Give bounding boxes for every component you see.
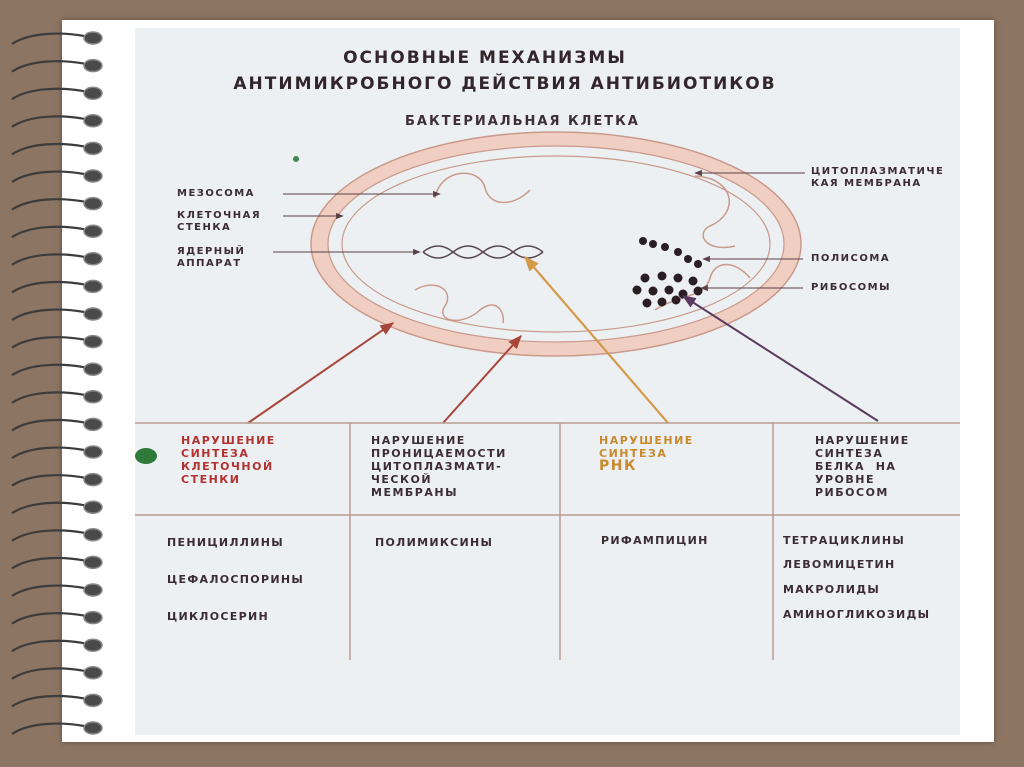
cell-interior xyxy=(328,146,784,342)
binding-hole xyxy=(84,280,102,292)
binding-hole xyxy=(84,446,102,458)
mechanism-rna-line1: НАРУШЕНИЕ xyxy=(599,434,694,447)
label-nucleus-1: ЯДЕРНЫЙ xyxy=(177,246,245,258)
drug-levomycetin: ЛЕВОМИЦЕТИН xyxy=(783,558,895,571)
binding-hole xyxy=(84,198,102,210)
binding-wire xyxy=(12,310,84,320)
binding-hole xyxy=(84,529,102,541)
binding-wire xyxy=(12,199,84,209)
binding-wire xyxy=(12,254,84,264)
mechanism-ribosomes: НАРУШЕНИЕ СИНТЕЗА БЕЛКА НА УРОВНЕ РИБОСО… xyxy=(815,434,910,499)
binding-wire xyxy=(12,116,84,126)
binding-wire xyxy=(12,227,84,237)
binding-hole xyxy=(84,60,102,72)
spiral-binding xyxy=(0,0,120,767)
mechanism-membrane: НАРУШЕНИЕ ПРОНИЦАЕМОСТИ ЦИТОПЛАЗМАТИ- ЧЕ… xyxy=(371,434,507,499)
binding-hole xyxy=(84,418,102,430)
arrow-cell-wall xyxy=(248,323,393,423)
arrow-ribosomes xyxy=(683,296,878,421)
binding-hole xyxy=(84,142,102,154)
binding-hole xyxy=(84,170,102,182)
binding-wire xyxy=(12,668,84,678)
binding-wire xyxy=(12,641,84,651)
binding-wire xyxy=(12,503,84,513)
drug-aminoglycosides: АМИНОГЛИКОЗИДЫ xyxy=(783,608,930,621)
binding-hole xyxy=(84,474,102,486)
binding-hole xyxy=(84,722,102,734)
film-blotch xyxy=(135,448,157,464)
label-membrane-2: КАЯ МЕМБРАНА xyxy=(811,178,922,190)
label-cell-wall-1: КЛЕТОЧНАЯ xyxy=(177,210,261,222)
binding-wire xyxy=(12,337,84,347)
subtitle: БАКТЕРИАЛЬНАЯ КЛЕТКА xyxy=(405,114,640,129)
binding-wire xyxy=(12,61,84,71)
label-membrane-1: ЦИТОПЛАЗМАТИЧЕ xyxy=(811,166,944,178)
cell-diagram xyxy=(135,28,960,735)
mechanism-rna-line3: РНК xyxy=(599,460,637,473)
binding-wire xyxy=(12,282,84,292)
binding-hole xyxy=(84,556,102,568)
binding-hole xyxy=(84,115,102,127)
binding-wire xyxy=(12,696,84,706)
binding-wire xyxy=(12,365,84,375)
binding-wire xyxy=(12,172,84,182)
binding-hole xyxy=(84,308,102,320)
label-polysome: ПОЛИСОМА xyxy=(811,253,890,265)
drug-macrolides: МАКРОЛИДЫ xyxy=(783,583,880,596)
binding-hole xyxy=(84,391,102,403)
binding-wire xyxy=(12,448,84,458)
binding-wire xyxy=(12,392,84,402)
title-line-1: ОСНОВНЫЕ МЕХАНИЗМЫ xyxy=(135,48,835,68)
title-line-2: АНТИМИКРОБНОГО ДЕЙСТВИЯ АНТИБИОТИКОВ xyxy=(135,74,875,94)
slide: ОСНОВНЫЕ МЕХАНИЗМЫ АНТИМИКРОБНОГО ДЕЙСТВ… xyxy=(135,28,960,735)
binding-wire xyxy=(12,34,84,44)
mechanism-cell-wall: НАРУШЕНИЕ СИНТЕЗА КЛЕТОЧНОЙ СТЕНКИ xyxy=(181,434,276,486)
drug-cycloserine: ЦИКЛОСЕРИН xyxy=(167,610,269,623)
drug-polymyxins: ПОЛИМИКСИНЫ xyxy=(375,536,493,549)
label-ribosomes: РИБОСОМЫ xyxy=(811,282,891,294)
binding-hole xyxy=(84,253,102,265)
binding-hole xyxy=(84,612,102,624)
binding-hole xyxy=(84,584,102,596)
binding-wire xyxy=(12,475,84,485)
binding-wire xyxy=(12,144,84,154)
label-mesosome: МЕЗОСОМА xyxy=(177,188,255,200)
binding-wire xyxy=(12,724,84,734)
binding-hole xyxy=(84,667,102,679)
binding-hole xyxy=(84,639,102,651)
film-speck xyxy=(293,156,299,162)
binding-wire xyxy=(12,613,84,623)
drug-cephalosporins: ЦЕФАЛОСПОРИНЫ xyxy=(167,573,304,586)
label-nucleus-2: АППАРАТ xyxy=(177,258,242,270)
drug-penicillins: ПЕНИЦИЛЛИНЫ xyxy=(167,536,284,549)
binding-wire xyxy=(12,420,84,430)
binding-hole xyxy=(84,501,102,513)
binding-hole xyxy=(84,87,102,99)
binding-wire xyxy=(12,530,84,540)
binding-hole xyxy=(84,32,102,44)
binding-wire xyxy=(12,586,84,596)
binding-hole xyxy=(84,694,102,706)
drug-rifampicin: РИФАМПИЦИН xyxy=(601,534,709,547)
binding-wire xyxy=(12,558,84,568)
drug-tetracyclines: ТЕТРАЦИКЛИНЫ xyxy=(783,534,905,547)
binding-hole xyxy=(84,225,102,237)
binding-hole xyxy=(84,336,102,348)
binding-wire xyxy=(12,89,84,99)
label-cell-wall-2: СТЕНКА xyxy=(177,222,231,234)
binding-hole xyxy=(84,363,102,375)
